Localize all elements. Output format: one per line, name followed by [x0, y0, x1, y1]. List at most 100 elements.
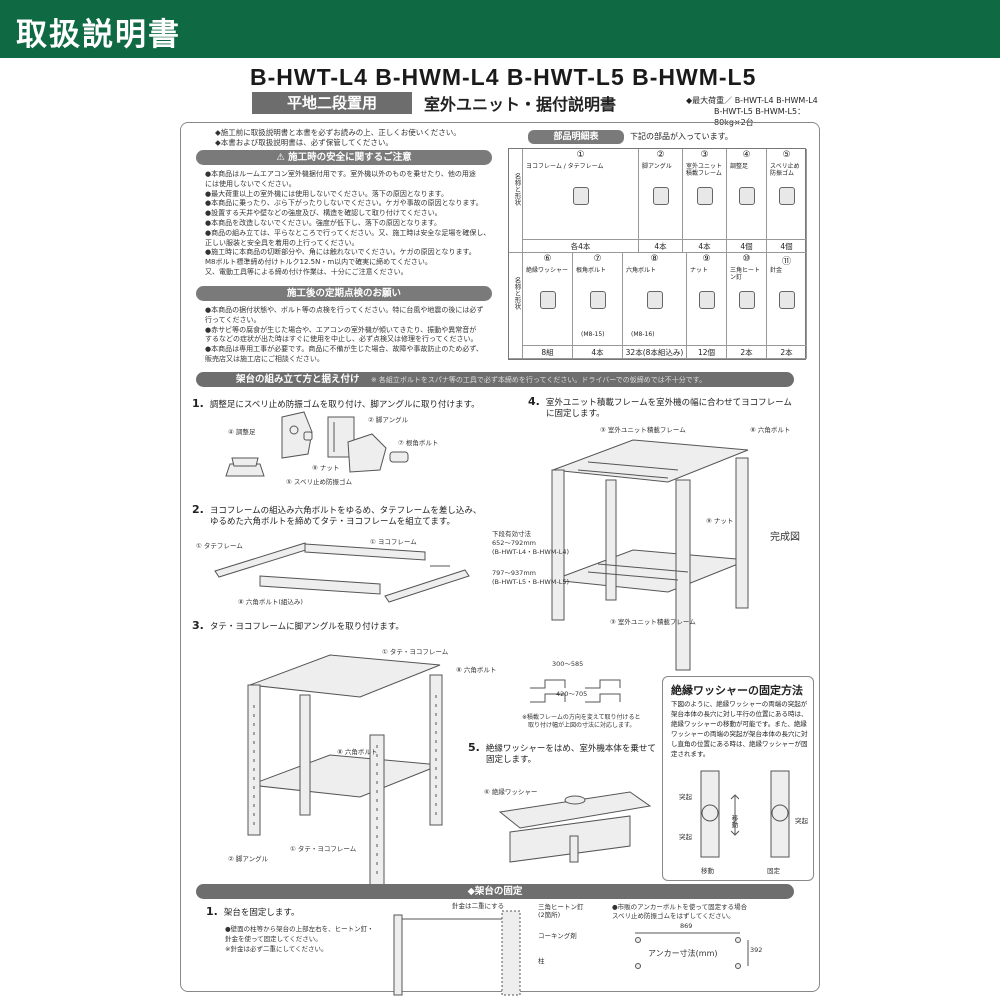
safety-heading: ⚠ 施工時の安全に関するご注意 [196, 150, 492, 165]
part-qty-cell: 32本(8本組込み) [623, 345, 686, 358]
lower-dim-title: 下段有効寸法 [492, 530, 531, 538]
part-name: ヨコフレーム / タテフレーム [526, 163, 604, 170]
washer-method-box: 絶縁ワッシャーの固定方法 下図のように、絶縁ワッシャーの両端の突起が架台本体の長… [662, 676, 814, 881]
fixing-step-1-text: 架台を固定します。 [223, 908, 300, 918]
safety-item: 又、電動工具等による締め付け作業は、十分にご注意ください。 [205, 267, 408, 276]
part-cell: ⑤ スベリ止め防振ゴム 4個 [767, 149, 807, 253]
part-name: 針金 [770, 267, 783, 274]
part-number: ④ [742, 150, 751, 160]
washer-method-diagram [700, 770, 790, 858]
safety-item: ●設置する天井や壁などの強度及び、構造を確認して取り付けてください。 [205, 209, 442, 218]
safety-item: ●商品の組み立ては、平らなところで行ってください。又、施工時は安全な足場を確保し… [205, 228, 491, 237]
protrusion-right: 突起 [795, 817, 808, 825]
part-quantity: 4個 [780, 242, 793, 251]
label-unit-frame-4b: ③ 室外ユニット積載フレーム [610, 618, 696, 626]
lower-dim-l5-models: (B-HWT-L5・B-HWM-L5) [492, 578, 569, 586]
name-shape-label: 名称と形状 [513, 173, 521, 206]
part-size: (M8-16) [631, 331, 655, 338]
parts-note: 下記の部品が入っています。 [630, 132, 733, 141]
label-pillar: 柱 [538, 957, 545, 965]
protrusion-left-2: 突起 [679, 833, 692, 841]
step-4-text2: に固定します。 [546, 409, 605, 419]
part-name: 根角ボルト [576, 267, 607, 274]
inspection-item: ●本商品は専用工事が必要です。商品に不備が生じた場合、故障や事故防止のため必ず、 [205, 345, 483, 354]
washer-method-title: 絶縁ワッシャーの固定方法 [671, 684, 803, 697]
fixing-instructions: ●壁面の柱等から架台の上部左右を、ヒートン釘・ 針金を使って固定してください。 … [225, 924, 374, 954]
dim-392: 392 [750, 946, 763, 954]
model-numbers: B-HWT-L4 B-HWM-L4 B-HWT-L5 B-HWM-L5 [250, 64, 757, 90]
part-illustration [573, 187, 589, 205]
parts-row-label: 名称と形状 [509, 253, 523, 359]
part-illustration [779, 187, 795, 205]
inspection-item: するなどの症状が出た時はすぐに使用を中止し、必ず点検又は修理を行ってください。 [205, 335, 478, 344]
part-name: 六角ボルト [626, 267, 657, 274]
part-illustration [697, 187, 713, 205]
label-tate-yoko-frame-3b: ① タテ・ヨコフレーム [290, 845, 357, 853]
intro-line2: ◆本書および取扱説明書は、必ず保管してください。 [215, 138, 393, 147]
label-leg-angle-1: ② 脚アングル [368, 416, 409, 424]
part-name: 三角ヒートン釘 [730, 267, 761, 281]
anchor-note-2: スベリ止め防振ゴムをはずしてください。 [612, 912, 735, 920]
frame-note-2: 取り付け幅が上図の寸法に対応します。 [522, 722, 636, 729]
label-hex-bolt-4: ⑧ 六角ボルト [750, 426, 791, 434]
safety-list: ●本商品はルームエアコン室外機据付用です。室外機以外のものを乗せたり、他の用途 … [205, 170, 495, 278]
step-5-text1: 絶縁ワッシャーをはめ、室外機本体を乗せて [485, 744, 656, 754]
label-caulking: コーキング剤 [538, 932, 577, 940]
label-unit-frame-4a: ③ 室外ユニット積載フレーム [600, 426, 686, 434]
safety-item: ●最大荷重以上の室外機には使用しないでください。落下の原因となります。 [205, 189, 448, 198]
assembly-heading: 架台の組み立て方と据え付け ※ 各組立ボルトをスパナ等の工具で必ず本締めを行って… [196, 372, 794, 387]
part-name: 調整足 [730, 163, 749, 170]
part-number: ⑦ [593, 254, 602, 264]
part-qty-cell: 8組 [523, 345, 572, 358]
fixing-bullet-1c: ※針金は必ず二重にしてください。 [225, 945, 328, 953]
intro-notes: ◆施工前に取扱説明書と本書を必ずお読みの上、正しくお使いください。 ◆本書および… [215, 128, 461, 148]
label-nut-4: ⑨ ナット [706, 517, 734, 525]
step-2-text2: ゆるめた六角ボルトを締めてタテ・ヨコフレームを組立てます。 [210, 517, 455, 527]
part-qty-cell: 4本 [683, 239, 726, 252]
part-quantity: 2本 [780, 348, 793, 357]
lower-dim-l4: 652〜792mm [492, 539, 536, 547]
part-number: ① [576, 150, 585, 160]
frame-width-diagram [530, 679, 621, 703]
step-2-diagram [214, 542, 470, 603]
step-5-text2: 固定します。 [486, 755, 537, 765]
inspection-item: 行ってください。 [205, 315, 261, 324]
label-leg-angle-3: ② 脚アングル [228, 855, 269, 863]
inspection-item: ●赤サビ等の腐食が生じた場合や、エアコンの室外機が傾いてきたり、振動や異常音が [205, 325, 477, 334]
safety-item: ●本商品はルームエアコン室外機据付用です。室外機以外のものを乗せたり、他の用途 [205, 170, 476, 178]
lower-dim-l5: 797〜937mm [492, 569, 536, 577]
part-qty-cell: 12個 [687, 345, 726, 358]
part-number: ⑤ [782, 150, 791, 160]
dim-300-585: 300〜585 [552, 660, 584, 668]
assembly-subnote: ※ 各組立ボルトをスパナ等の工具で必ず本締めを行ってください。ドライバーでの仮締… [370, 376, 707, 384]
banner-title: 取扱説明書 [16, 17, 181, 53]
frame-direction-note: ※積載フレームの方向を変えて取り付けると 取り付け幅が上図の寸法に対応します。 [522, 714, 641, 730]
inspection-heading: 施工後の定期点検のお願い [196, 286, 492, 301]
part-qty-cell: 2本 [767, 345, 806, 358]
part-number: ② [656, 150, 665, 160]
step-4-diagram [551, 439, 749, 671]
part-quantity: 32本(8本組込み) [625, 348, 684, 357]
inspection-item: ●本商品の据付状態や、ボルト等の点検を行ってください。特に台風や地震の後には必ず [205, 306, 484, 314]
part-name: スベリ止め防振ゴム [770, 163, 800, 177]
heaton-label: 三角ヒートン釘 (2箇所) [538, 903, 584, 919]
caption-moving: 移動 [701, 867, 714, 875]
step-5-number: 5. [468, 741, 480, 754]
part-illustration [739, 187, 755, 205]
step-1: 1.調整足にスベリ止め防振ゴムを取り付け、脚アングルに取り付けます。 [192, 398, 480, 411]
step-2: 2.ヨコフレームの組込み六角ボルトをゆるめ、タテフレームを差し込み、 ゆるめた六… [192, 504, 481, 528]
label-yoko-frame-2: ① ヨコフレーム [370, 538, 417, 546]
part-number: ⑥ [543, 254, 552, 264]
safety-item: ●本商品を改造しないでください。強度が低下し、落下の原因となります。 [205, 218, 441, 227]
title-banner: 取扱説明書 [0, 0, 1000, 58]
part-quantity: 4本 [591, 348, 604, 357]
safety-item: M8ボルト標準締め付けトルク12.5N・m以内で確実に締めてください。 [205, 258, 432, 267]
step-2-number: 2. [192, 503, 204, 516]
